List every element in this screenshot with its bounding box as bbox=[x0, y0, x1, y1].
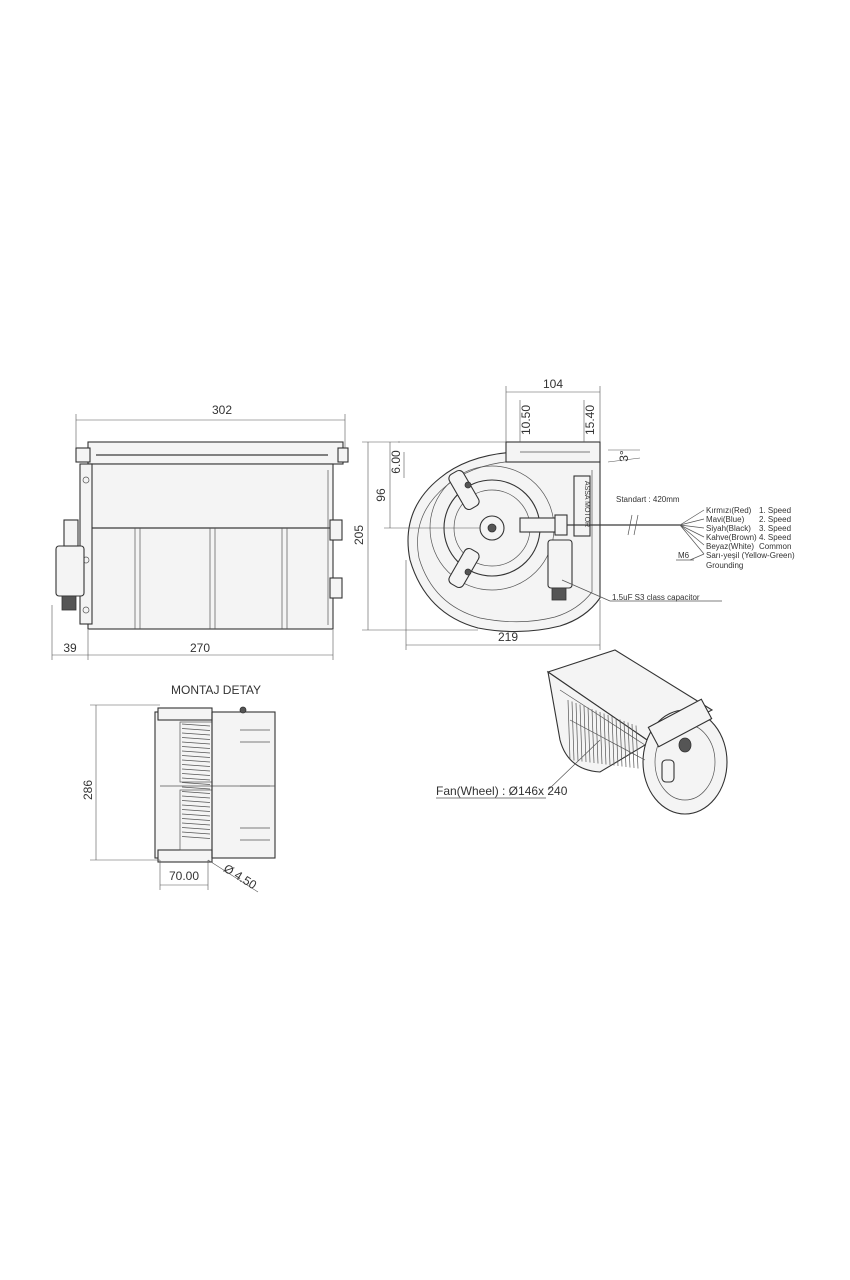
blade-line bbox=[181, 777, 211, 781]
wire-2-function: 2. Speed bbox=[759, 515, 791, 524]
blade-line bbox=[181, 786, 211, 790]
iso-wheel-blades bbox=[567, 699, 639, 769]
wire-5-color: Beyaz(White) bbox=[706, 542, 754, 551]
blade-line bbox=[181, 782, 211, 785]
wire-5-function: Common bbox=[759, 542, 791, 551]
front-view bbox=[362, 386, 722, 650]
blade-line bbox=[181, 728, 211, 731]
wire-1-function: 1. Speed bbox=[759, 506, 791, 515]
iso-blade-line bbox=[571, 701, 575, 761]
blade-line bbox=[181, 773, 211, 776]
dim-39: 39 bbox=[63, 641, 77, 655]
blade-line bbox=[181, 831, 211, 835]
dim-6-00: 6.00 bbox=[389, 450, 403, 474]
mount-detail-title: MONTAJ DETAY bbox=[171, 683, 261, 697]
blade-line bbox=[181, 813, 211, 817]
blade-line bbox=[181, 723, 211, 727]
iso-blade-line bbox=[599, 711, 603, 765]
dim-205: 205 bbox=[352, 525, 366, 545]
dim-270: 270 bbox=[190, 641, 210, 655]
iso-blade-line bbox=[567, 699, 571, 761]
blade-line bbox=[181, 800, 211, 803]
dim-286: 286 bbox=[81, 780, 95, 800]
iso-blade-line bbox=[631, 723, 635, 769]
wheel-blades bbox=[181, 723, 211, 839]
capacitor-label: 1.5uF S3 class capacitor bbox=[612, 593, 700, 602]
brand-label: ASSA MOTOR bbox=[583, 481, 590, 527]
iso-blade-line bbox=[627, 722, 631, 768]
blade-line bbox=[181, 755, 211, 758]
blade-line bbox=[181, 818, 211, 821]
blade-line bbox=[181, 732, 211, 736]
dim-219: 219 bbox=[498, 630, 518, 644]
iso-blade-line bbox=[619, 719, 623, 767]
side-view bbox=[51, 414, 349, 660]
wire-3-function: 3. Speed bbox=[759, 524, 791, 533]
dim-15-40: 15.40 bbox=[583, 405, 597, 435]
blade-line bbox=[181, 836, 211, 839]
wire-2-color: Mavi(Blue) bbox=[706, 515, 745, 524]
dim-10-50: 10.50 bbox=[519, 405, 533, 435]
wire-6-function: Grounding bbox=[706, 561, 743, 570]
mounting-detail bbox=[90, 704, 276, 893]
iso-blade-line bbox=[575, 702, 579, 762]
blade-line bbox=[181, 746, 211, 749]
wire-3-color: Siyah(Black) bbox=[706, 524, 751, 533]
dim-70-00: 70.00 bbox=[169, 869, 199, 883]
blade-line bbox=[181, 804, 211, 808]
dim-104: 104 bbox=[543, 377, 563, 391]
capacitor-side bbox=[55, 545, 85, 597]
wire-1-color: Kırmızı(Red) bbox=[706, 506, 752, 515]
blade-line bbox=[181, 809, 211, 812]
housing-body bbox=[87, 463, 334, 630]
iso-blade-line bbox=[635, 725, 639, 769]
iso-blade-line bbox=[595, 710, 599, 764]
iso-blade-line bbox=[583, 705, 587, 763]
blade-line bbox=[181, 764, 211, 767]
bolt-label: M6 bbox=[678, 551, 690, 560]
mount-frame bbox=[154, 711, 276, 859]
dim-3-deg: 3° bbox=[617, 450, 631, 462]
blade-line bbox=[181, 795, 211, 799]
fan-wheel-label: Fan(Wheel) : Ø146x 240 bbox=[436, 784, 568, 798]
blade-line bbox=[181, 737, 211, 740]
iso-flange bbox=[647, 698, 713, 748]
wiring-legend: Kırmızı(Red) 1. Speed Mavi(Blue) 2. Spee… bbox=[706, 506, 795, 570]
blade-line bbox=[181, 768, 211, 772]
blade-line bbox=[181, 791, 211, 794]
blade-line bbox=[181, 759, 211, 763]
wire-6-color: Sarı-yeşil (Yellow-Green) bbox=[706, 551, 795, 560]
isometric-view bbox=[546, 649, 728, 815]
top-flange bbox=[87, 441, 344, 465]
iso-blade-line bbox=[591, 708, 595, 764]
blade-line bbox=[181, 741, 211, 745]
iso-blade-line bbox=[587, 707, 591, 763]
blade-line bbox=[181, 822, 211, 826]
dim-96: 96 bbox=[374, 488, 388, 502]
iso-blade-line bbox=[579, 704, 583, 762]
blade-line bbox=[181, 750, 211, 754]
iso-blade-line bbox=[615, 717, 619, 767]
dim-302: 302 bbox=[212, 403, 232, 417]
capacitor-front bbox=[547, 539, 573, 589]
wire-fan bbox=[679, 509, 705, 555]
wire-4-function: 4. Speed bbox=[759, 533, 791, 542]
iso-blade-line bbox=[607, 714, 611, 766]
wire-4-color: Kahve(Brown) bbox=[706, 533, 757, 542]
blade-line bbox=[181, 827, 211, 830]
iso-blade-line bbox=[611, 716, 615, 766]
brand-plate bbox=[573, 475, 591, 537]
dim-hole: Ø 4.50 bbox=[221, 861, 259, 892]
iso-blade-line bbox=[623, 720, 627, 768]
standard-cable-label: Standart : 420mm bbox=[616, 495, 680, 504]
